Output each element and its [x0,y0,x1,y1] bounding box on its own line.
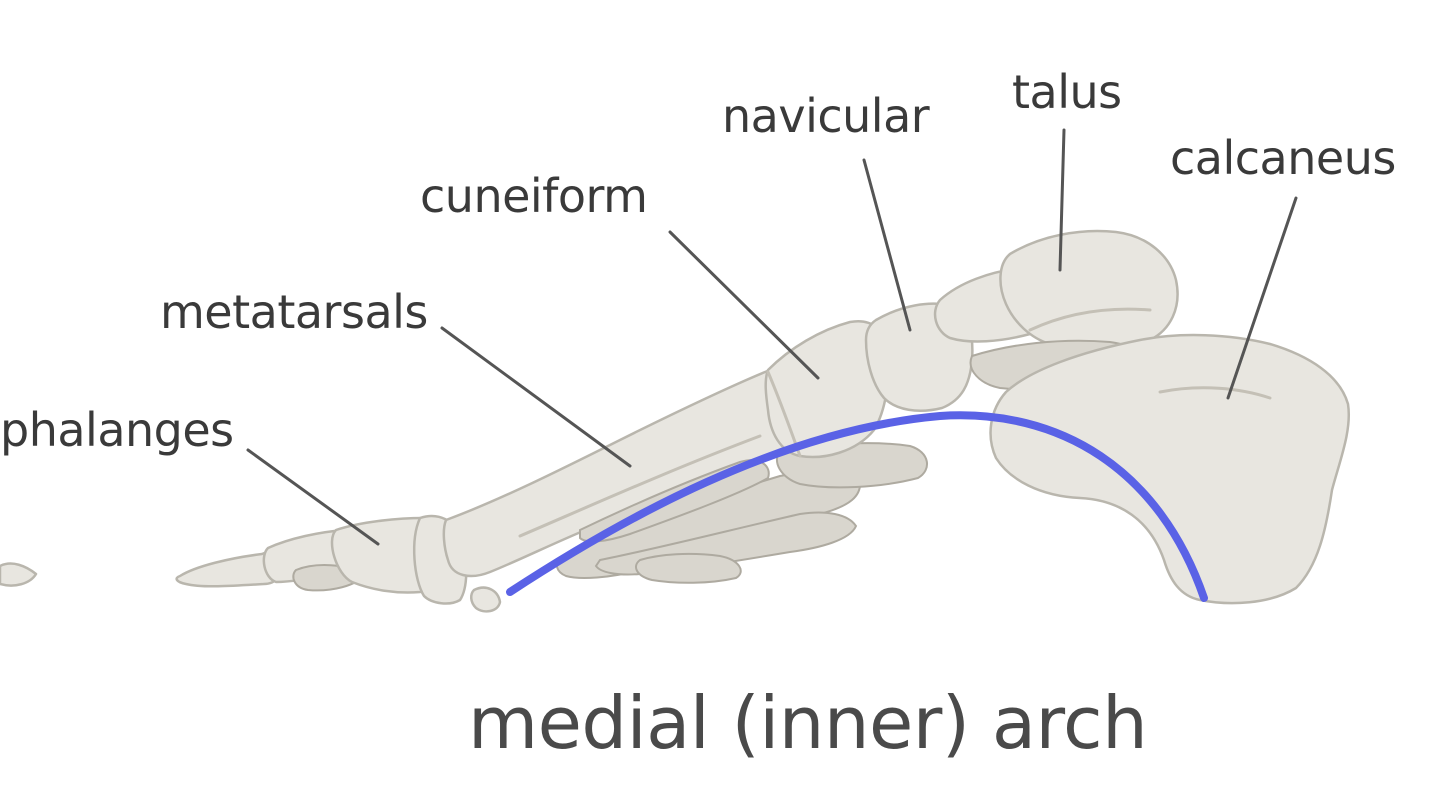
label-cuneiform: cuneiform [420,169,647,223]
bone-plantar-edge [635,552,742,584]
label-navicular: navicular [722,89,930,143]
label-phalanges: phalanges [0,403,234,457]
calcaneus-crease [1158,386,1272,400]
leader-line-calcaneus [1226,196,1298,400]
caption-medial-arch: medial (inner) arch [468,681,1147,765]
bone-sesamoid [470,586,502,613]
label-calcaneus: calcaneus [1170,131,1396,185]
leader-lines [246,128,1298,546]
label-metatarsals: metatarsals [160,285,428,339]
talus-groove [1028,307,1152,332]
leader-line-talus [1058,128,1066,272]
label-talus: talus [1012,65,1122,119]
leader-line-cuneiform [668,230,820,380]
metatarsal-crease [518,434,762,538]
distal-fragment [0,562,38,587]
bone-calcaneus [989,333,1350,605]
bone-talus [999,229,1179,351]
leader-line-metatarsals [440,326,632,468]
medial-arch-line [506,411,1208,602]
leader-line-phalanges [246,448,380,546]
leader-line-navicular [862,158,912,332]
